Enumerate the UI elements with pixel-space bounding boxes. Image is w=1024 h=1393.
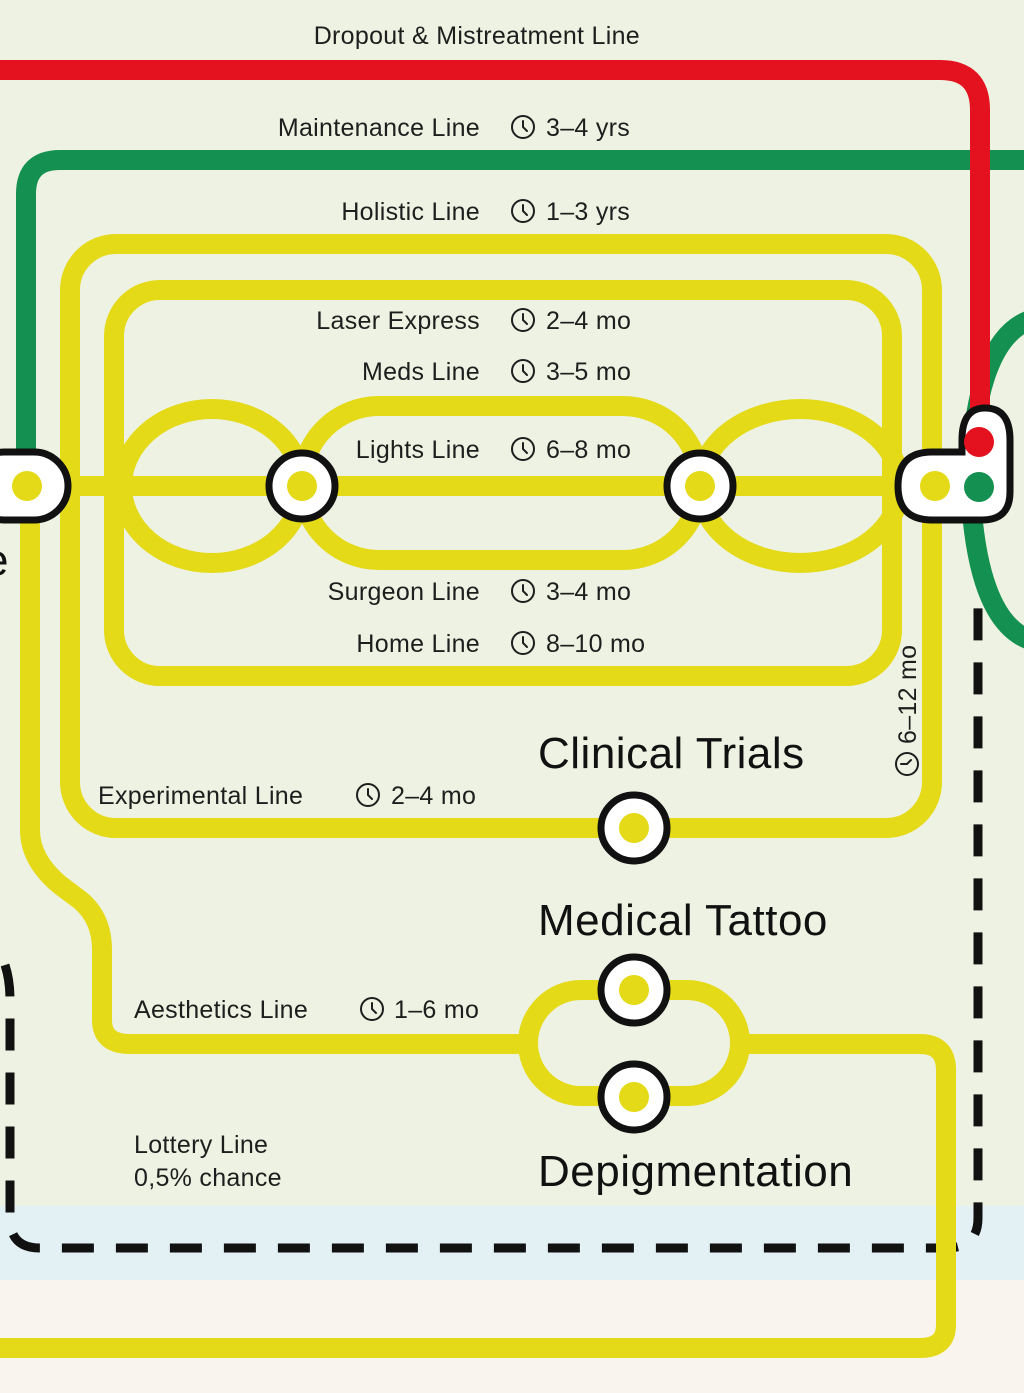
laser-express-duration: 2–4 mo [546,307,631,335]
experimental-line-label: Experimental Line [98,782,303,810]
line-labels: Dropout & Mistreatment Line Maintenance … [98,22,922,1192]
maintenance-line-duration: 3–4 yrs [546,114,630,142]
aesthetics-line-duration: 1–6 mo [394,996,479,1024]
station-medical-tattoo-dot [619,975,649,1005]
experimental-line-duration: 2–4 mo [391,782,476,810]
clinical-trials-label: Clinical Trials [538,729,805,778]
station-clinical-trials-dot [619,813,649,843]
holistic-line-track [60,234,942,838]
traffic-light-red-dot [964,427,994,457]
station-depigmentation-dot [619,1082,649,1112]
station-right-junction-dot [685,471,715,501]
dropout-line-label: Dropout & Mistreatment Line [314,22,640,50]
maintenance-line-track [16,150,1024,486]
zone-green-main [52,0,1024,1206]
lottery-line-label: Lottery Line [134,1131,268,1159]
meds-line-label: Meds Line [362,358,480,386]
traffic-light-yellow-dot [920,471,950,501]
station-labels: Clinical Trials Medical Tattoo Depigment… [0,536,853,1196]
holistic-line-duration: 1–3 yrs [546,198,630,226]
lights-line-label: Lights Line [356,436,480,464]
traffic-light-green-dot [964,472,994,502]
surgeon-line-label: Surgeon Line [328,578,480,606]
station-left-junction-dot [287,471,317,501]
station-left-terminal-dot [12,471,42,501]
surgeon-line-duration: 3–4 mo [546,578,631,606]
lights-line-duration: 6–8 mo [546,436,631,464]
maintenance-line-label: Maintenance Line [278,114,480,142]
meds-line-duration: 3–5 mo [546,358,631,386]
laser-express-label: Laser Express [316,307,480,335]
aesthetics-line-label: Aesthetics Line [134,996,308,1024]
lottery-line-chance: 0,5% chance [134,1164,282,1192]
home-line-duration: 8–10 mo [546,630,645,658]
holistic-line-label: Holistic Line [341,198,480,226]
vertical-duration-label: 6–12 mo [894,645,922,744]
medical-tattoo-label: Medical Tattoo [538,896,828,945]
aesthetics-line-track [20,500,530,1054]
stations [0,404,1014,1134]
left-edge-label-fragment: e [0,536,9,585]
dropout-line-track [0,60,990,440]
depigmentation-exit-track [0,1034,956,1358]
depigmentation-label: Depigmentation [538,1147,853,1196]
home-line-label: Home Line [356,630,480,658]
vertical-duration-group: 6–12 mo [894,645,922,776]
lottery-line-track [0,590,983,1253]
